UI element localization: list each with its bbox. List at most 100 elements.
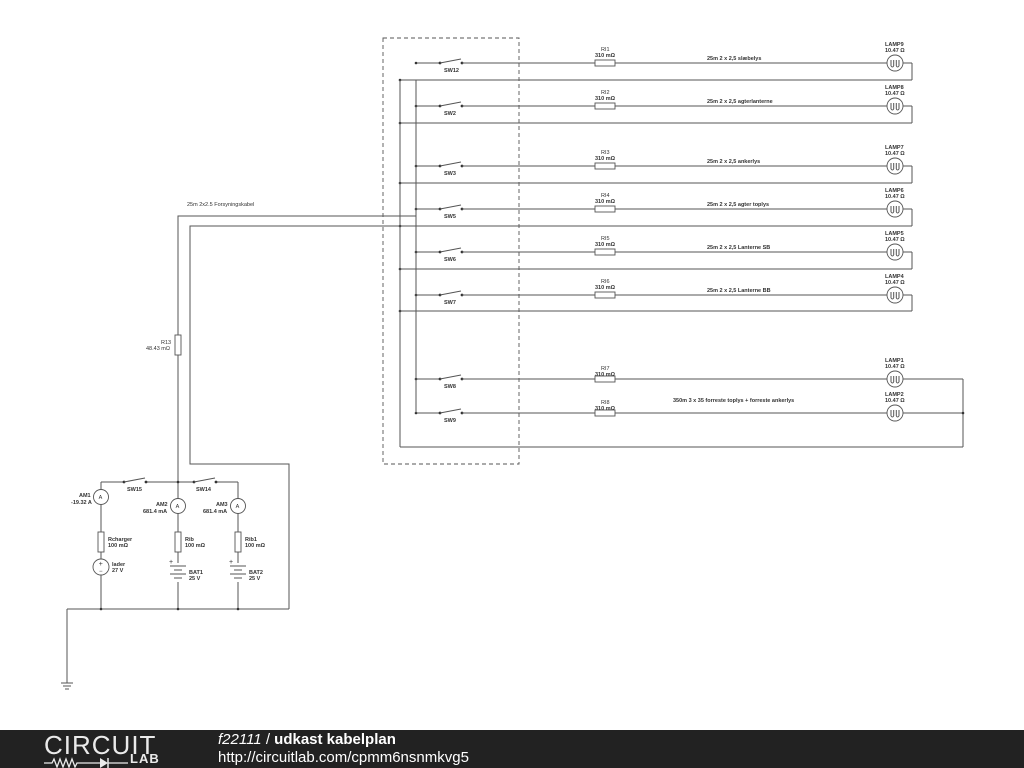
lamp-value: 10.47 Ω (885, 364, 905, 370)
cable-label: 25m 2 x 2,5 ankerlys (707, 159, 760, 165)
author-username[interactable]: f22111 (218, 731, 262, 748)
rib-value: 100 mΩ (185, 543, 206, 549)
junction-dot (176, 480, 180, 484)
am2-label: AM2 (156, 502, 168, 508)
ground-icon (61, 682, 73, 690)
footer-bar: CIRCUIT LAB f22111 / udkast kabelplan ht… (0, 730, 1024, 768)
rib-resistor (174, 531, 182, 553)
bat1-plus-sign: + (169, 559, 173, 566)
lamp-label: LAMP4 (885, 274, 905, 280)
am2-ammeter (170, 498, 186, 514)
r13-resistor (174, 334, 182, 356)
lamp-label: LAMP5 (885, 231, 904, 237)
logo-text-lab: LAB (130, 751, 160, 766)
supply-plus-wire (177, 215, 416, 335)
resistor-value: 310 mΩ (595, 53, 616, 59)
lader-value: 27 V (112, 568, 124, 574)
resistor-ri5 (594, 248, 616, 256)
switch-panel-boundary (382, 37, 520, 465)
supply-minus-wire (189, 225, 400, 609)
resistor-value: 310 mΩ (595, 372, 616, 378)
resistor-ri4 (594, 205, 616, 213)
r13-value: 48.43 mΩ (146, 346, 170, 352)
switch-label: SW12 (444, 68, 459, 74)
cable-label: 25m 2 x 2,5 agterlanterne (707, 99, 773, 105)
lamp-value: 10.47 Ω (885, 398, 905, 404)
switch-sw6-blade (439, 247, 462, 253)
lamp-lamp6-filament (890, 206, 900, 214)
lamp-lamp5-filament (890, 249, 900, 257)
junction-dot (176, 607, 180, 611)
cable-label: 25m 2 x 2,5 slæbelys (707, 56, 761, 62)
sw14-switch (192, 477, 218, 484)
switch-label: SW5 (444, 214, 456, 220)
cable-label: 25m 2 x 2,5 agter toplys (707, 202, 769, 208)
bat2-label: BAT2 (249, 570, 263, 576)
resistor-ri6 (594, 291, 616, 299)
lamp-label: LAMP6 (885, 188, 904, 194)
lamp-value: 10.47 Ω (885, 237, 905, 243)
switch-sw9-blade (439, 408, 462, 414)
lamp-label: LAMP2 (885, 392, 904, 398)
switch-sw5-blade (439, 204, 462, 210)
lader-plus-sign: + (99, 561, 103, 568)
circuit-title-line: f22111 / udkast kabelplan (218, 731, 396, 749)
lamp-value: 10.47 Ω (885, 280, 905, 286)
resistor-label: RI8 (601, 400, 610, 406)
rcharger-resistor (97, 531, 105, 553)
lamp-lamp8 (886, 97, 904, 115)
am3-ammeter (230, 498, 246, 514)
lamp-label: LAMP1 (885, 358, 904, 364)
lamp-lamp1-filament (890, 376, 900, 384)
resistor-label: RI3 (601, 150, 610, 156)
lader-minus-sign: − (99, 569, 103, 575)
lamp-lamp7 (886, 157, 904, 175)
rcharger-label: Rcharger (108, 537, 133, 543)
sw14-label: SW14 (196, 487, 212, 493)
switch-sw3-blade (439, 161, 462, 167)
bat2-battery (228, 563, 248, 582)
bat1-battery (168, 563, 188, 582)
bat1-label: BAT1 (189, 570, 203, 576)
lamp-value: 10.47 Ω (885, 194, 905, 200)
switch-sw12-blade (439, 58, 462, 64)
lamp-value: 10.47 Ω (885, 151, 905, 157)
lamp-lamp8-filament (890, 103, 900, 111)
lamp-lamp1 (886, 370, 904, 388)
circuitlab-logo[interactable]: CIRCUIT LAB (44, 732, 159, 768)
bat2-value: 25 V (249, 576, 261, 582)
circuit-url[interactable]: http://circuitlab.com/cpmm6nsnmkvg5 (218, 749, 469, 766)
switch-label: SW6 (444, 257, 456, 263)
resistor-value: 310 mΩ (595, 285, 616, 291)
resistor-label: RI7 (601, 366, 610, 372)
cable-label: 25m 2 x 2,5 Lanterne SB (707, 245, 770, 251)
resistor-value: 310 mΩ (595, 96, 616, 102)
am1-symbol: A (99, 495, 103, 501)
r13-label: R13 (161, 340, 171, 346)
resistor-ri3 (594, 162, 616, 170)
am3-label: AM3 (216, 502, 228, 508)
switch-label: SW8 (444, 384, 456, 390)
am3-symbol: A (236, 504, 240, 510)
lamp-lamp2-filament (890, 410, 900, 418)
resistor-label: RI4 (601, 193, 610, 199)
rib1-value: 100 mΩ (245, 543, 266, 549)
resistor-value: 310 mΩ (595, 156, 616, 162)
resistor-value: 310 mΩ (595, 242, 616, 248)
switch-label: SW9 (444, 418, 456, 424)
resistor-ri1 (594, 59, 616, 67)
lader-voltage-source (92, 558, 110, 576)
bat2-plus-sign: + (229, 559, 233, 566)
lamp-lamp2 (886, 404, 904, 422)
lamp-label: LAMP7 (885, 145, 904, 151)
resistor-label: RI2 (601, 90, 610, 96)
lamp-lamp9 (886, 54, 904, 72)
circuit-title[interactable]: udkast kabelplan (274, 731, 396, 748)
rib-label: Rib (185, 537, 195, 543)
rcharger-value: 100 mΩ (108, 543, 129, 549)
switch-sw7-blade (439, 290, 462, 296)
am1-value: -19.32 A (71, 500, 92, 506)
